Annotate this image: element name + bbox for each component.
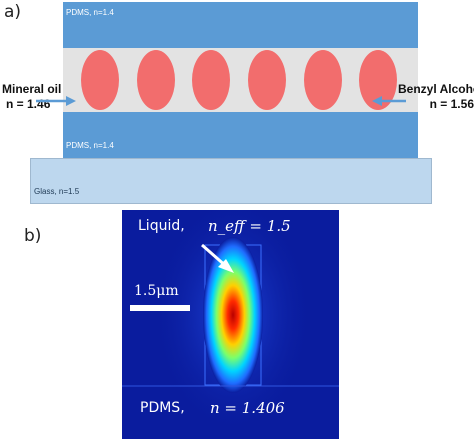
pdms-top-label: PDMS, n=1.4 xyxy=(66,8,114,17)
panel-a-label: a) xyxy=(4,2,22,22)
neff-label: n_eff = 1.5 xyxy=(208,217,291,235)
droplet xyxy=(304,50,342,110)
pdms-label: PDMS, xyxy=(140,400,185,416)
pdms-bottom-layer: PDMS, n=1.4 xyxy=(63,112,418,158)
glass-label: Glass, n=1.5 xyxy=(34,187,80,196)
droplet xyxy=(81,50,119,110)
liquid-label: Liquid, xyxy=(138,218,185,234)
mode-field-svg xyxy=(122,210,339,435)
droplet xyxy=(192,50,230,110)
benzyl-alcohol-arrow-icon xyxy=(372,96,406,106)
pdms-top-layer: PDMS, n=1.4 xyxy=(63,2,418,48)
panel-b-label: b) xyxy=(24,226,42,246)
benzyl-alcohol-index: n = 1.56 xyxy=(429,97,474,111)
droplet xyxy=(248,50,286,110)
pdms-index-label: n = 1.406 xyxy=(210,399,285,417)
droplet-row xyxy=(63,48,418,112)
mode-core xyxy=(203,237,263,393)
scale-label: 1.5μm xyxy=(134,283,179,299)
mineral-oil-label: Mineral oil xyxy=(2,82,62,96)
mineral-oil-channel xyxy=(63,48,418,112)
benzyl-alcohol-label-group: Benzyl Alcohol n = 1.56 xyxy=(398,82,474,112)
glass-substrate: Glass, n=1.5 xyxy=(30,158,432,204)
liquid-arrow-head-icon xyxy=(218,259,234,273)
mode-profile-plot: Liquid, n_eff = 1.5 1.5μm PDMS, n = 1.40… xyxy=(122,210,339,439)
scale-bar xyxy=(130,305,190,311)
pdms-bottom-label: PDMS, n=1.4 xyxy=(66,141,114,150)
droplet xyxy=(137,50,175,110)
mineral-oil-arrow-icon xyxy=(36,96,76,106)
benzyl-alcohol-label: Benzyl Alcohol xyxy=(398,82,474,96)
